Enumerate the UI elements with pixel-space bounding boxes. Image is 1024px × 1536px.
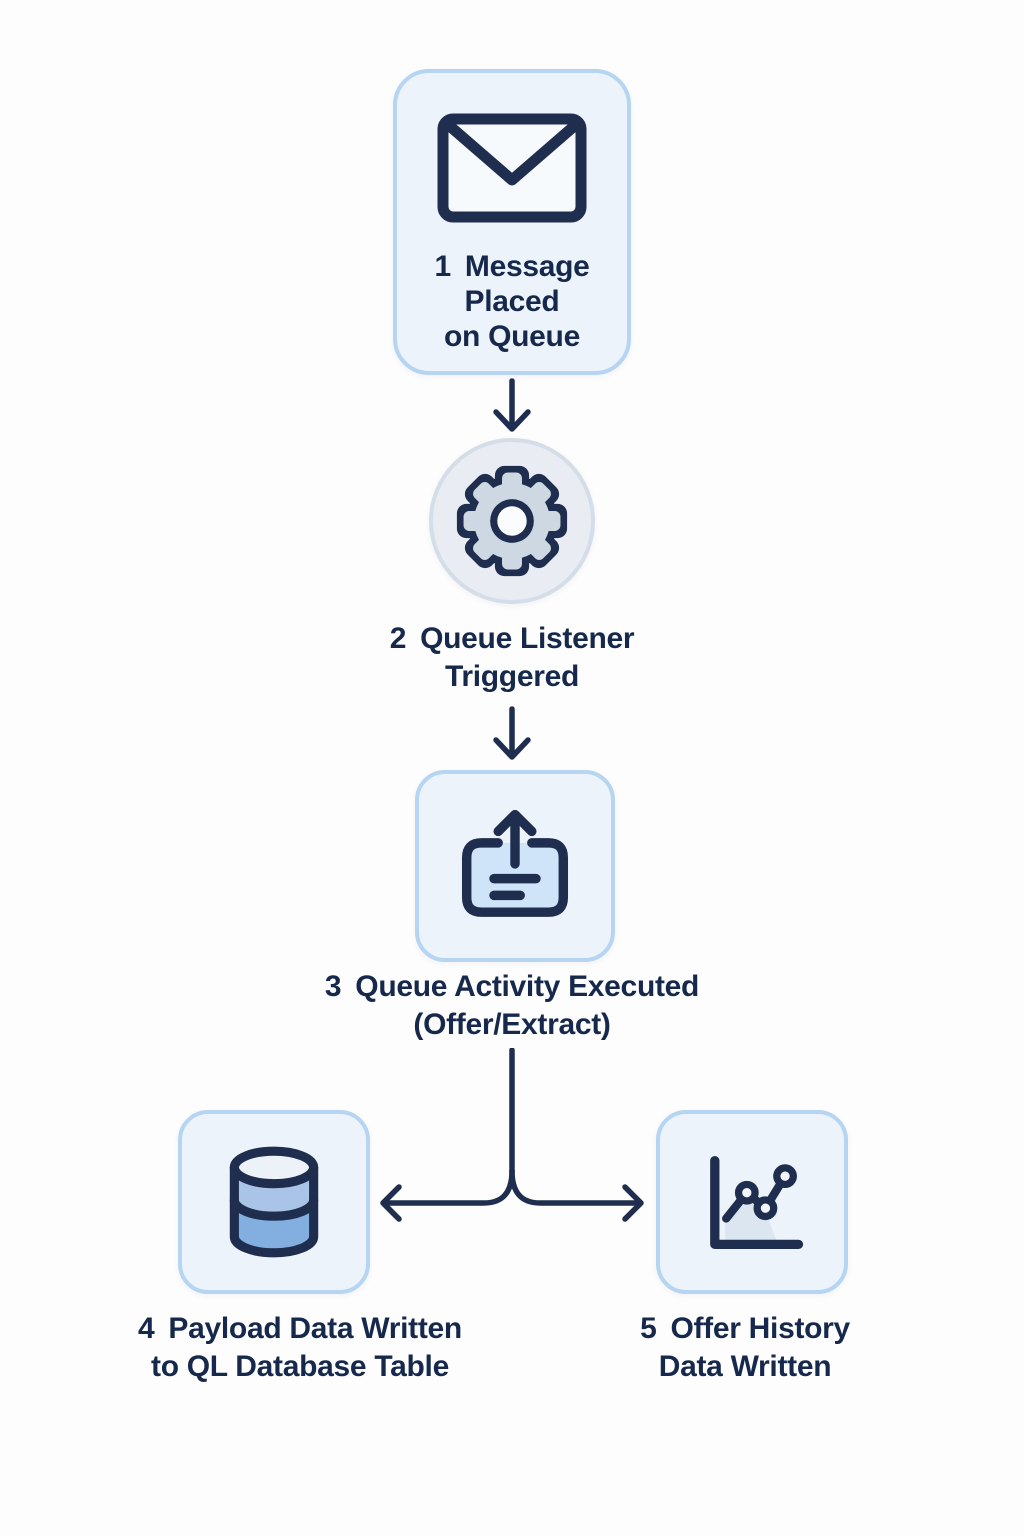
step-number: 4	[138, 1312, 155, 1345]
caption-line: Data Written	[658, 1350, 832, 1383]
envelope-icon	[437, 113, 587, 223]
node-queue-activity-executed	[415, 770, 615, 962]
arrow-down-1-icon	[493, 378, 531, 432]
gear-icon	[456, 465, 568, 577]
node-queue-listener	[429, 438, 595, 604]
caption-line: on Queue	[444, 320, 580, 353]
node-payload-data-written	[178, 1110, 370, 1294]
step-number: 5	[640, 1312, 657, 1345]
step-number: 2	[389, 622, 407, 655]
caption-line: Triggered	[445, 660, 579, 693]
caption-line: (Offer/Extract)	[413, 1008, 611, 1041]
caption-line: Placed	[464, 285, 560, 318]
upload-tray-icon	[461, 809, 569, 917]
node-offer-history-written	[656, 1110, 848, 1294]
branch-connector-arrows	[380, 1048, 644, 1222]
arrow-down-2-icon	[493, 706, 531, 760]
step-number: 1	[434, 250, 451, 283]
database-icon	[229, 1146, 319, 1258]
caption-line: to QL Database Table	[151, 1350, 449, 1383]
line-chart-icon	[710, 1156, 804, 1250]
step-number: 3	[324, 970, 342, 1003]
